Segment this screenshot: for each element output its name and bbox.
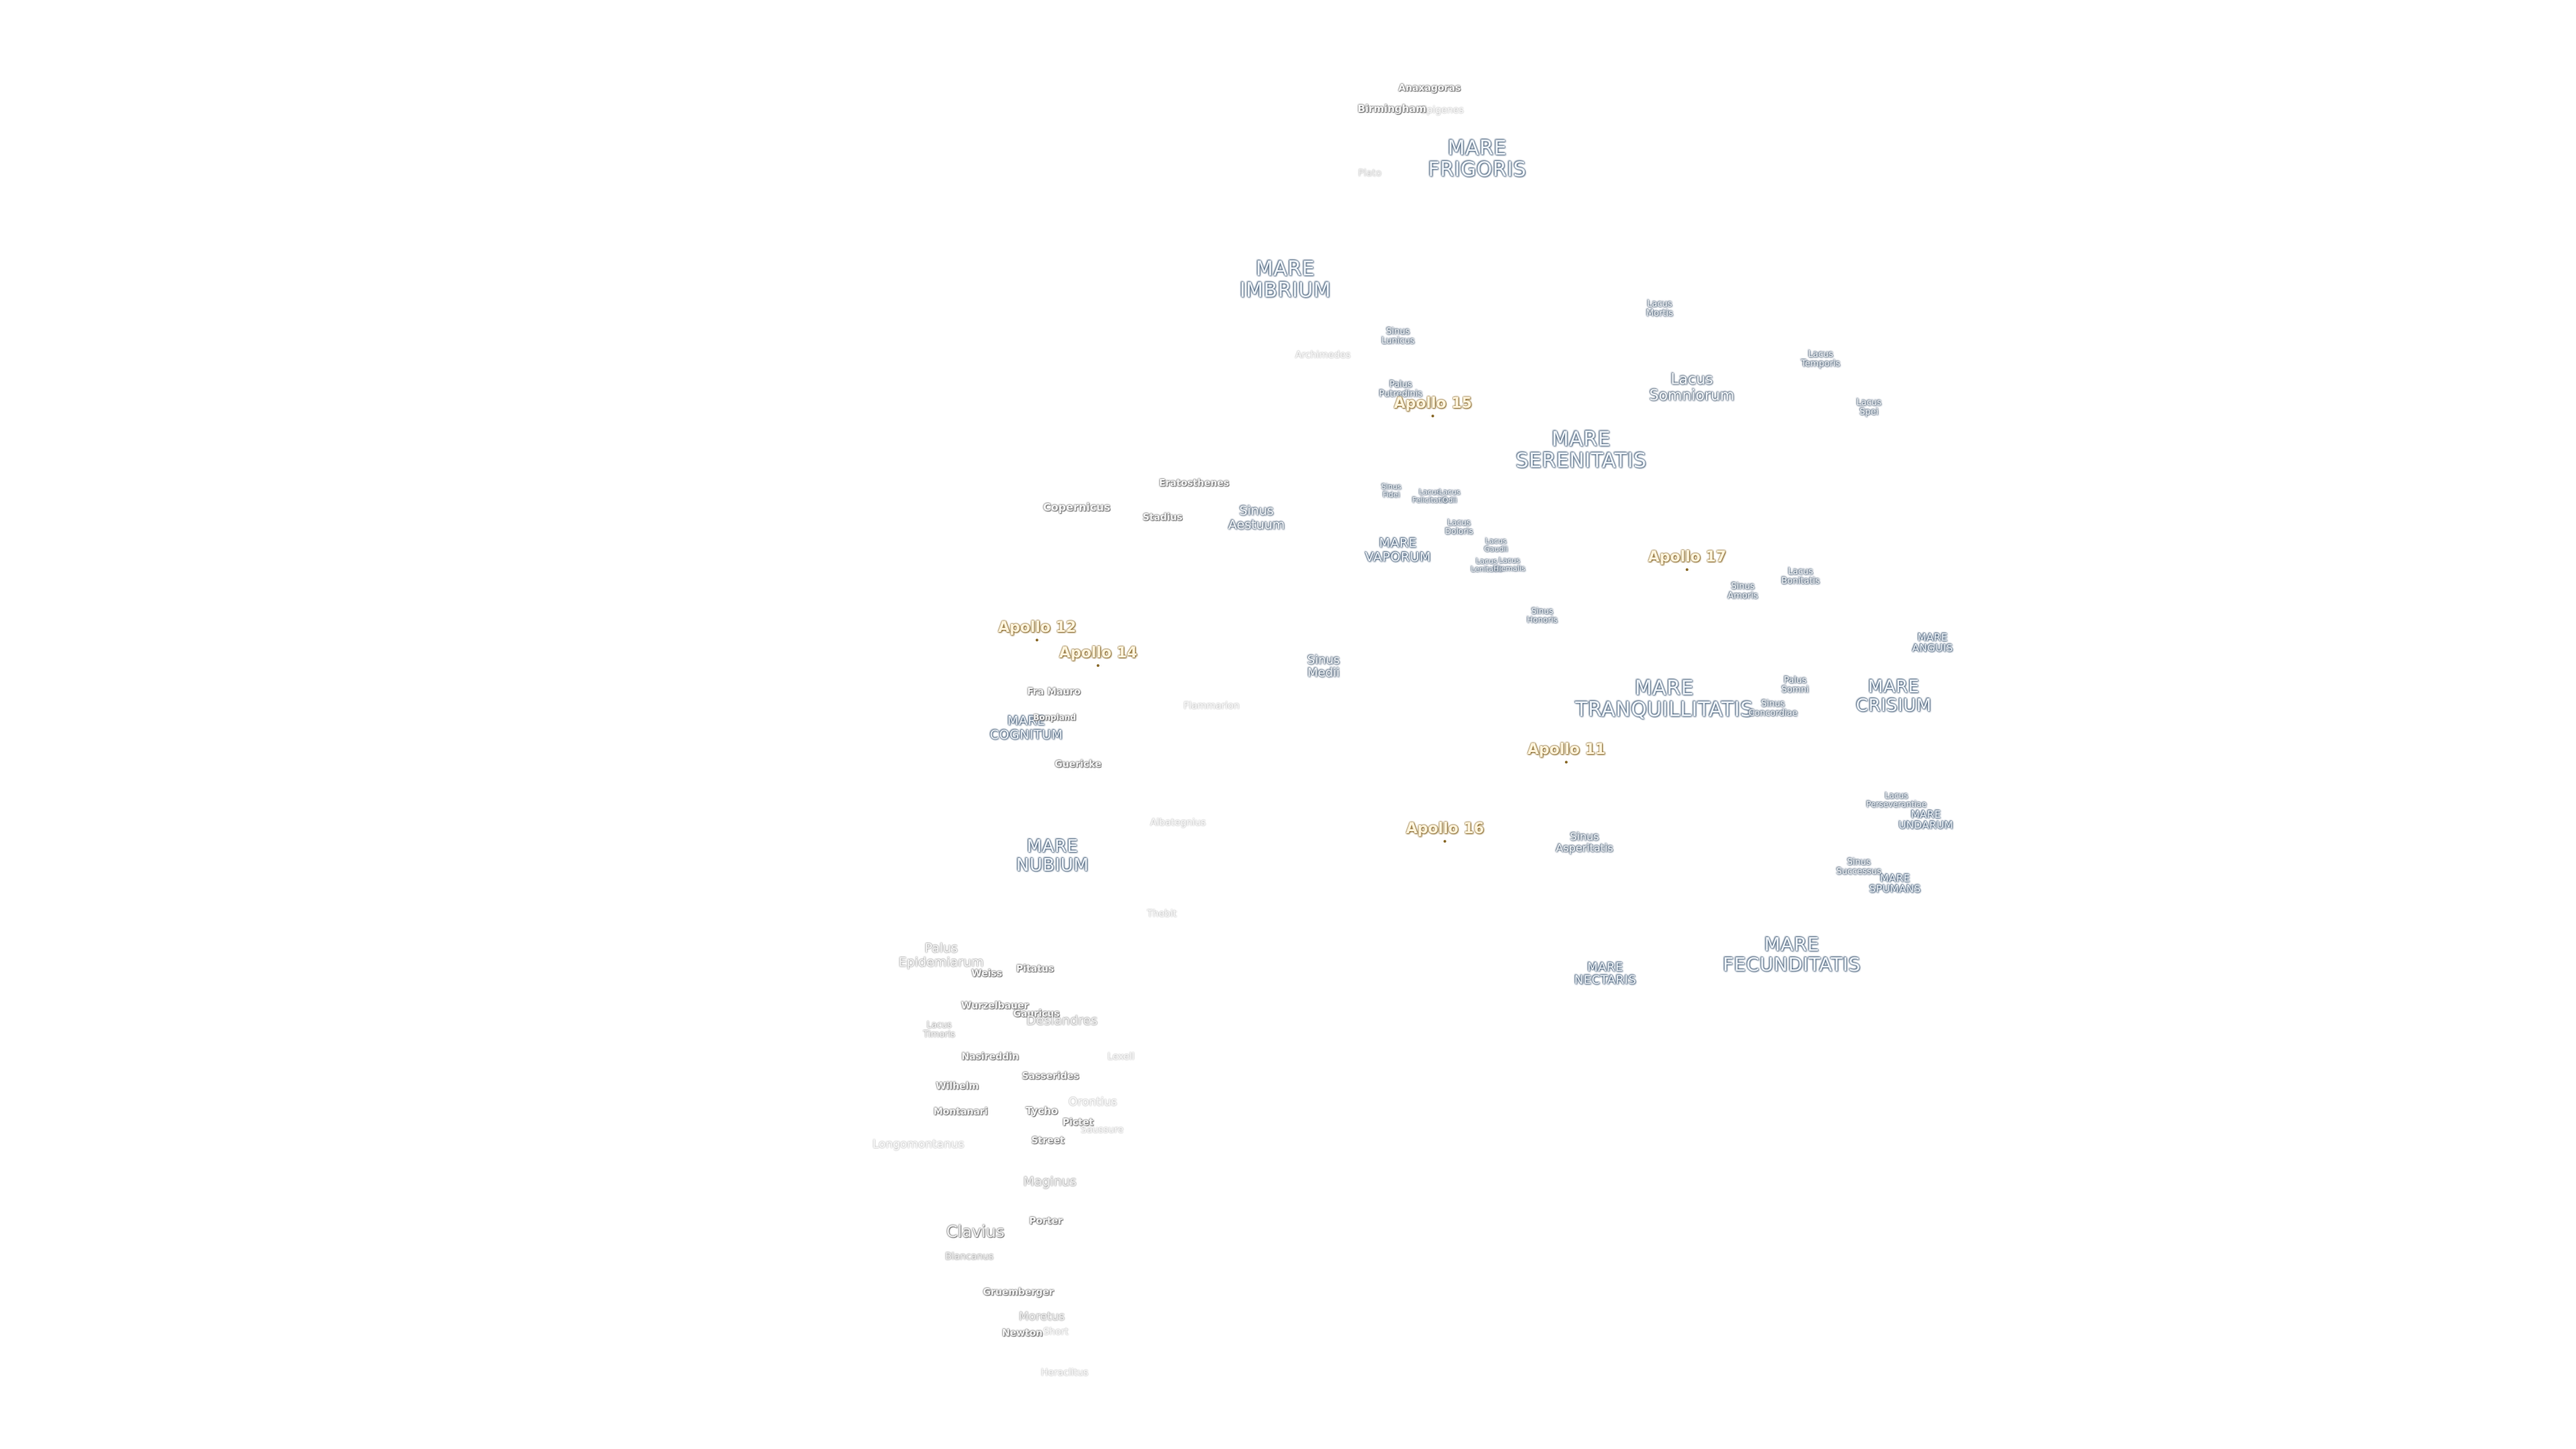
newton-label: Newton [1002,1328,1043,1339]
gauricus-label: Gauricus [1013,1008,1060,1020]
weiss-label: Weiss [971,968,1002,979]
palus-epidemiarum-label: Palus Epidemiarum [898,941,984,969]
porter-label: Porter [1029,1216,1063,1227]
mare-imbrium-label: MARE IMBRIUM [1239,257,1332,303]
pitatus-label: Pitatus [1016,963,1055,975]
nasireddin-label: Nasireddin [961,1051,1019,1063]
montanari-label: Montanari [933,1106,988,1118]
archimedes-label: Archimedes [1295,350,1351,361]
moretus-label: Moretus [1018,1309,1065,1324]
apollo-12-label: Apollo 12 [998,619,1077,641]
apollo-15-label: Apollo 15 [1393,395,1472,417]
mare-fecunditatis-label: MARE FECUNDITATIS [1723,932,1861,975]
lacus-gaudii-label: Lacus Gaudii [1484,537,1508,553]
wurzelbauer-label: Wurzelbauer [961,1000,1029,1012]
sinus-concordiae-label: Sinus Concordiae [1748,698,1798,718]
heraclitus-label: Heraclitus [1040,1367,1089,1379]
lacus-hiemalis-label: Lacus Hiemalis [1493,556,1525,573]
fra-mauro-label: Fra Mauro [1027,686,1081,698]
birmingham-label: Birmingham [1357,102,1427,115]
street-label: Street [1031,1135,1065,1146]
anaxagoras-label: Anaxagoras [1398,83,1461,94]
sinus-aestuum-label: Sinus Aestuum [1228,503,1285,532]
gruemberger-label: Gruemberger [983,1287,1054,1298]
deslandres-label: Deslandres [1026,1013,1098,1028]
lacus-lenitatis-label: Lacus Lenitatis [1470,557,1503,574]
lacus-odii-label: Lacus Odii [1439,488,1460,504]
lacus-spei-label: Lacus Spei [1856,397,1882,417]
palus-somni-label: Palus Somni [1781,675,1809,695]
lacus-perseverantiae-label: Lacus Perseverantiae [1866,791,1927,809]
short-label: Short [1043,1326,1069,1338]
lacus-timoris-label: Lacus Timoris [923,1020,955,1040]
sinus-asperitatis-label: Sinus Asperitatis [1556,830,1613,855]
sinus-lunicus-label: Sinus Lunicus [1381,326,1415,346]
mare-anguis-label: MARE ANGUIS [1912,631,1953,654]
mare-frigoris-label: MARE FRIGORIS [1428,136,1527,182]
guericke-label: Guericke [1055,759,1102,770]
plato-label: Plato [1358,168,1382,179]
tycho-label: Tycho [1025,1104,1059,1117]
flammarion-label: Flammarion [1183,700,1240,712]
mare-crisium-label: MARE CRISIUM [1856,676,1932,716]
lacus-temporis-label: Lacus Temporis [1801,349,1841,369]
lacus-somniorum-label: Lacus Somniorum [1649,371,1735,404]
thebit-label: Thebit [1146,908,1177,920]
eratosthenes-label: Eratosthenes [1159,478,1230,489]
albategnius-label: Albategnius [1150,817,1206,828]
apollo-14-label: Apollo 14 [1059,645,1138,667]
sinus-amoris-label: Sinus Amoris [1727,581,1758,601]
apollo-17-label: Apollo 17 [1648,549,1727,571]
apollo-11-label: Apollo 11 [1527,741,1606,763]
sinus-honoris-label: Sinus Honoris [1527,606,1558,625]
maginus-label: Maginus [1023,1174,1077,1189]
mare-vaporum-label: MARE VAPORUM [1364,535,1432,564]
sasserides-label: Sasserides [1022,1071,1079,1082]
pictet-label: Pictet [1062,1117,1094,1128]
lacus-mortis-label: Lacus Mortis [1646,299,1673,319]
bonpland-label: Bonpland [1033,712,1076,722]
sinus-fidei-label: Sinus Fidei [1381,482,1401,499]
orontius-label: Orontius [1068,1095,1118,1109]
copernicus-label: Copernicus [1042,500,1111,514]
longomontanus-label: Longomontanus [872,1137,965,1151]
stadius-label: Stadius [1142,512,1183,523]
blancanus-label: Blancanus [945,1251,994,1263]
epigenes-label: Epigenes [1421,105,1464,116]
lacus-doloris-label: Lacus Doloris [1445,518,1473,536]
mare-cognitum-label: MARE COGNITUM [989,713,1063,742]
wilhelm-label: Wilhelm [936,1081,979,1092]
mare-nubium-label: MARE NUBIUM [1016,836,1089,875]
saussure-label: Saussure [1081,1124,1124,1136]
mare-serenitatis-label: MARE SERENITATIS [1515,427,1647,473]
lacus-felicitatis-label: Lacus Felicitatis [1412,488,1447,504]
clavius-label: Clavius [946,1222,1005,1242]
apollo-16-label: Apollo 16 [1405,820,1485,843]
lacus-bonitatis-label: Lacus Bonitatis [1781,566,1820,586]
mare-nectaris-label: MARE NECTARIS [1574,960,1637,987]
sinus-successus-label: Sinus Successus [1836,857,1882,877]
palus-putredinis-label: Palus Putredinis [1379,379,1423,399]
lexell-label: Lexell [1107,1051,1135,1063]
mare-undarum-label: MARE UNDARUM [1898,808,1953,831]
mare-tranquillitatis-label: MARE TRANQUILLITATIS [1575,676,1754,722]
mare-spumans-label: MARE SPUMANS [1869,871,1921,895]
sinus-medii-label: Sinus Medii [1307,653,1340,680]
